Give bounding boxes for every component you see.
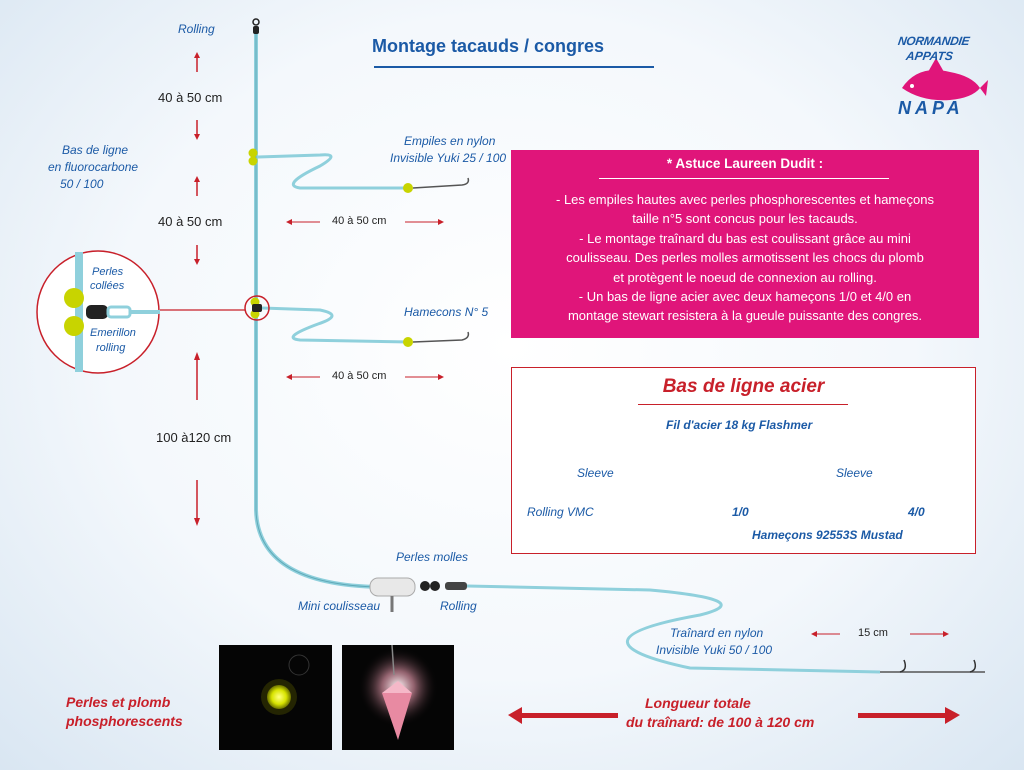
napa-logo-icon — [902, 58, 988, 101]
bas-de-ligne-3: 50 / 100 — [60, 177, 104, 191]
perles-collees-1: Perles — [92, 266, 124, 278]
top-swivel-icon — [252, 18, 260, 34]
tip-line: coulisseau. Des perles molles armotissen… — [566, 250, 924, 266]
coulisseau-assembly — [369, 577, 985, 674]
fil-acier-label: Fil d'acier 18 kg Flashmer — [666, 418, 813, 432]
rolling-top-label: Rolling — [178, 22, 215, 36]
longueur-totale-1: Longueur totale — [645, 695, 751, 711]
steel-leader-box: Bas de ligne acier — [511, 367, 976, 554]
tip-line: - Un bas de ligne acier avec deux hameço… — [578, 289, 912, 305]
logo-text-1: NORMANDIE — [897, 34, 971, 48]
sleeve-1-label: Sleeve — [577, 466, 614, 480]
middle-snood — [160, 295, 470, 347]
tip-line: et protègent le noeud de connexion au ro… — [613, 269, 877, 285]
snood-len-2: 40 à 50 cm — [332, 370, 387, 382]
dim-arrows-main — [194, 52, 200, 526]
perles-molles-label: Perles molles — [396, 550, 469, 564]
emerillon-2: rolling — [96, 342, 126, 354]
glow-sinker-photo — [342, 644, 454, 750]
page-title: Montage tacauds / congres — [372, 36, 605, 56]
length-arrows — [508, 707, 960, 724]
bas-de-ligne-1: Bas de ligne — [62, 143, 129, 157]
logo-text-2: APPATS — [905, 49, 954, 63]
glow-bead-photo — [219, 645, 332, 750]
hook-2-label: 4/0 — [908, 505, 925, 519]
tip-line: - Le montage traînard du bas est couliss… — [579, 230, 911, 246]
trainard-line — [466, 584, 881, 674]
hamecons-mustad-label: Hameçons 92553S Mustad — [752, 528, 903, 542]
len-15-label: 15 cm — [858, 627, 888, 639]
empiles-2: Invisible Yuki 25 / 100 — [390, 151, 507, 165]
bas-de-ligne-2: en fluorocarbone — [48, 160, 139, 174]
tip-box: * Astuce Laureen Dudit : - Les empiles h… — [511, 150, 979, 338]
acier-divider — [638, 404, 848, 405]
dim-arrows-snood — [286, 219, 949, 637]
dim-2-label: 40 à 50 cm — [158, 214, 223, 229]
rolling-vmc-label: Rolling VMC — [527, 505, 594, 519]
tip-divider — [599, 178, 889, 179]
sleeve-2-label: Sleeve — [836, 466, 873, 480]
dim-1-label: 40 à 50 cm — [158, 90, 223, 105]
tip-body: - Les empiles hautes avec perles phospho… — [519, 190, 971, 326]
perles-collees-2: collées — [90, 280, 125, 292]
empiles-1: Empiles en nylon — [404, 134, 496, 148]
trainard-2: Invisible Yuki 50 / 100 — [656, 643, 773, 657]
title-underline — [374, 66, 654, 68]
perles-plomb-1: Perles et plomb — [66, 694, 171, 710]
snood-len-1: 40 à 50 cm — [332, 215, 387, 227]
mini-coulisseau-label: Mini coulisseau — [298, 599, 381, 613]
rolling-bottom-label: Rolling — [440, 599, 477, 613]
emerillon-1: Emerillon — [90, 327, 136, 339]
logo-text-3: NAPA — [898, 98, 964, 118]
acier-heading: Bas de ligne acier — [662, 376, 825, 397]
tip-line: montage stewart resistera à la gueule pu… — [567, 308, 923, 324]
zoom-circle — [36, 250, 160, 374]
glow-bead-icon — [261, 654, 310, 715]
trainard-1: Traînard en nylon — [670, 626, 764, 640]
perles-plomb-2: phosphorescents — [66, 713, 183, 729]
tip-line: - Les empiles hautes avec perles phospho… — [556, 192, 934, 207]
tip-heading: * Astuce Laureen Dudit : — [666, 156, 824, 171]
glow-sinker-icon — [358, 644, 438, 740]
tip-line: taille n°5 sont concus pour les tacauds. — [632, 211, 858, 227]
upper-snood — [248, 148, 470, 193]
dim-3-label: 100 à120 cm — [156, 430, 232, 445]
longueur-totale-2: du traînard: de 100 à 120 cm — [626, 714, 815, 730]
hook-1-label: 1/0 — [732, 505, 749, 519]
hamecons-label: Hamecons N° 5 — [404, 305, 489, 319]
